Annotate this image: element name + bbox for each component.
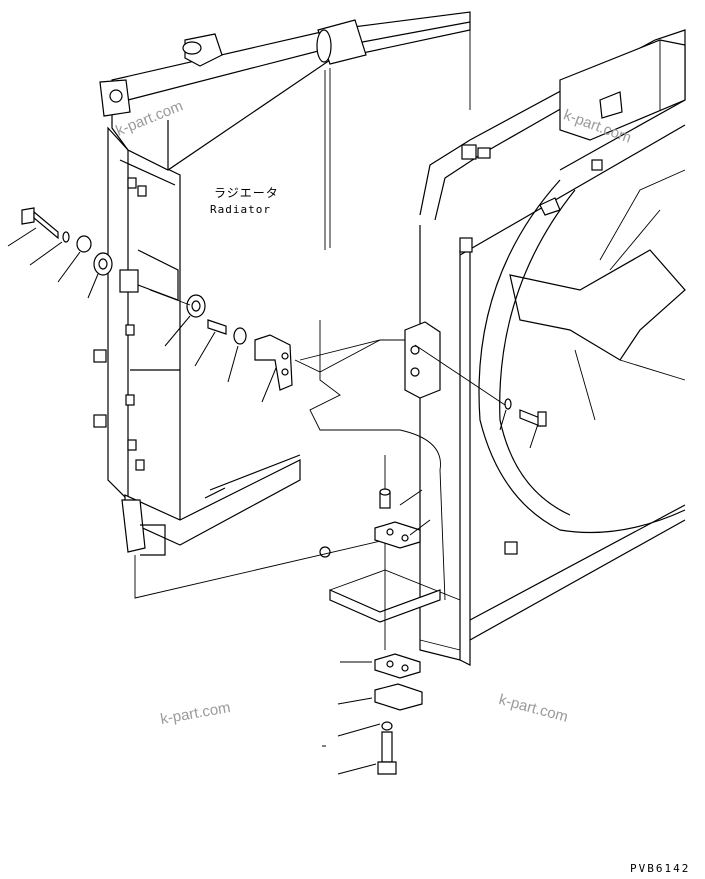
radiator-label-english: Radiator — [210, 203, 271, 216]
cutaway-outline — [309, 320, 446, 601]
leader-lines — [7, 227, 539, 775]
reference-line — [299, 339, 420, 361]
exploded-parts-left — [21, 207, 381, 391]
radiator-label-japanese: ラジエータ — [214, 186, 279, 200]
exploded-parts-right — [404, 321, 547, 427]
fan-shroud — [319, 29, 686, 666]
exploded-parts-bottom — [374, 488, 423, 775]
radiator-core — [93, 11, 471, 599]
drawing-code: PVB6142 — [630, 862, 691, 875]
